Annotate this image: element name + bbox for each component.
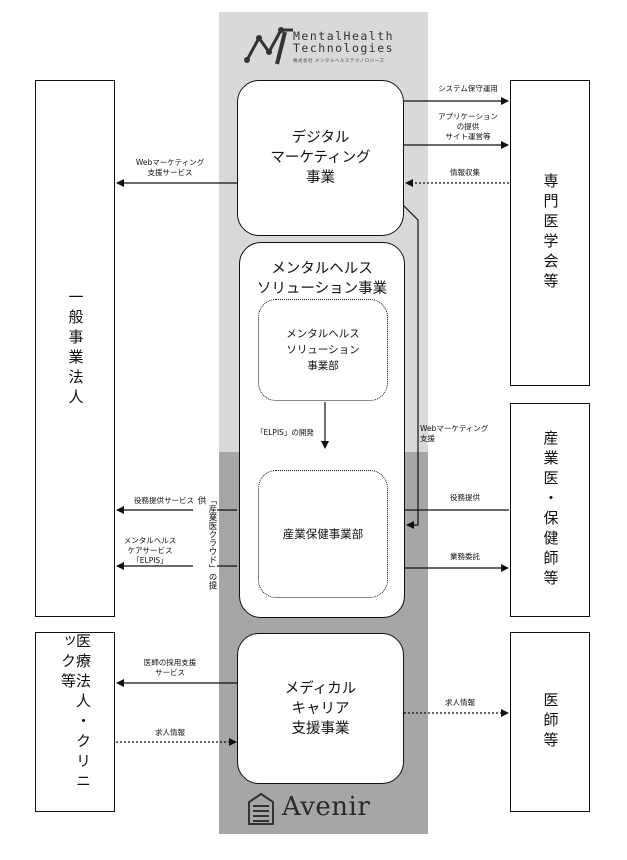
label-app-provide: アプリケーション の提供 サイト運営等 [438,112,498,141]
arrow-web-support-right [403,205,419,529]
label-elpis-dev: 「ELPIS」の開発 [256,428,314,437]
entity-industrial-doctors-label: 産業医・保健師等 [541,430,560,590]
label-job-info-left: 求人情報 [155,728,185,737]
label-labor-provide: 役務提供 [450,493,480,502]
entity-industrial-doctors: 産業医・保健師等 [510,403,590,617]
avenir-logo-text: Avenir [282,792,371,822]
label-job-info-right: 求人情報 [445,698,475,707]
label-mh-care: メンタルヘルス ケアサービス 「ELPIS」 [123,536,177,565]
digital-marketing-business-label: デジタル マーケティング 事業 [270,130,371,186]
label-labor-service: 役務提供サービス [134,496,194,505]
mht-logo: MentalHealth Technologies 株式会社 メンタルヘルステク… [241,22,421,72]
industrial-health-dept: 産業保健事業部 [258,470,388,598]
label-cloud: 「産業医クラウド」の提供 [193,496,217,596]
label-info-collect: 情報収集 [450,168,480,177]
entity-doctors-label: 医師等 [541,692,560,752]
label-web-support-left: Webマーケティング 支援サービス [135,158,205,177]
label-outsourcing: 業務委託 [450,552,480,561]
mht-logo-subtext: 株式会社 メンタルヘルステクノロジーズ [293,59,385,64]
label-doctor-hiring: 医師の採用支援 サービス [143,658,197,677]
label-web-support-right: Webマーケティング 支援 [420,424,489,443]
entity-medical-societies: 専門医学会等 [510,80,590,386]
medical-career-support-business: メディカル キャリア 支援事業 [237,633,404,784]
entity-clinics-label: 医療法人・クリニック等 [59,633,92,793]
mental-health-solution-dept-label: メンタルヘルス ソリューション 事業部 [286,328,360,372]
industrial-health-dept-label: 産業保健事業部 [282,527,364,541]
digital-marketing-business: デジタル マーケティング 事業 [237,80,404,236]
entity-clinics: 医療法人・クリニック等 [35,632,115,812]
entity-general-corporation: 一般事業法人 [35,80,115,617]
medical-career-support-business-label: メディカル キャリア 支援事業 [284,680,357,737]
entity-general-corporation-label: 一般事業法人 [66,288,85,409]
mental-health-solution-business-label: メンタルヘルス ソリューション事業 [256,261,388,297]
label-system-ops: システム保守運用 [438,84,498,93]
mht-logo-mark-icon [244,27,293,65]
mental-health-solution-dept: メンタルヘルス ソリューション 事業部 [258,299,388,401]
entity-doctors: 医師等 [510,632,590,812]
mht-logo-text: MentalHealth Technologies [293,29,395,55]
avenir-logo: Avenir [246,790,406,830]
avenir-building-logo-icon [248,792,274,825]
entity-medical-societies-label: 専門医学会等 [541,173,560,293]
